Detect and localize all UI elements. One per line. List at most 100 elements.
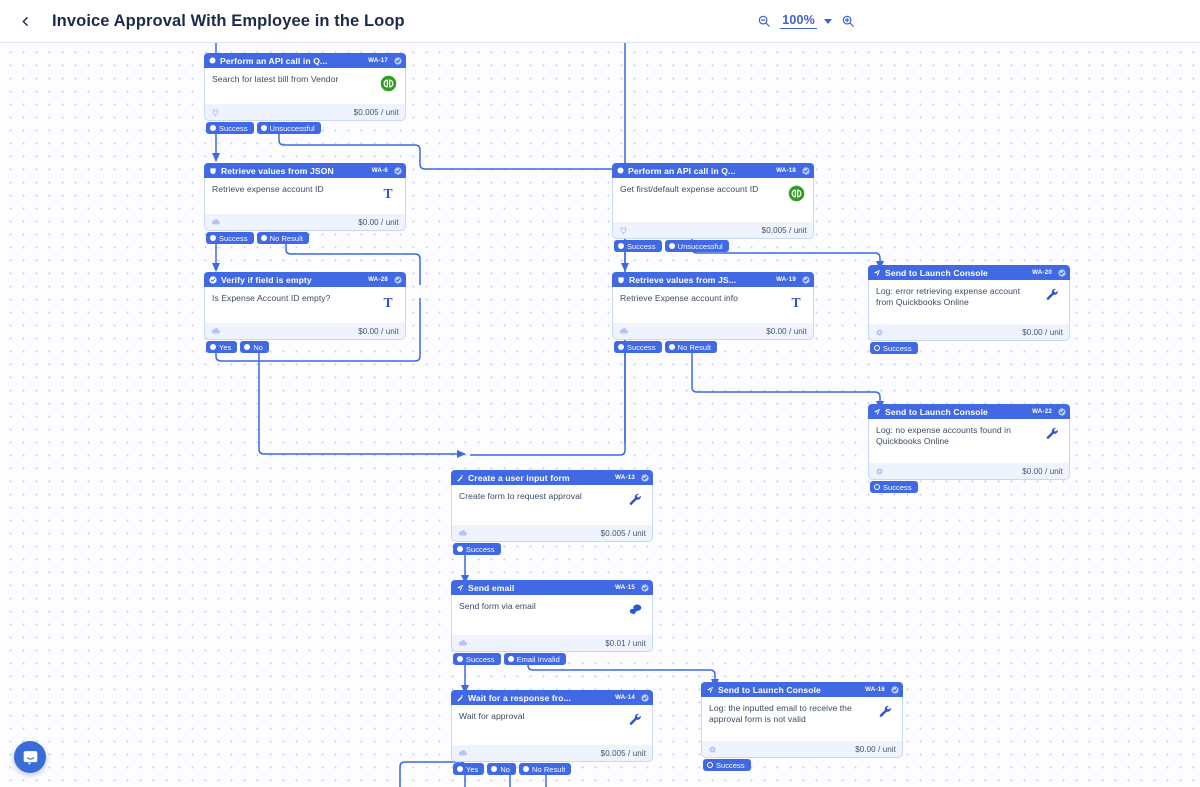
port-success[interactable]: Success [206, 232, 254, 244]
node-footer: $0.01 / unit [451, 635, 653, 652]
node-footer: $0.00 / unit [868, 324, 1070, 341]
node-body[interactable]: Log: error retrieving expense account fr… [868, 280, 1070, 324]
node-header[interactable]: Send to Launch Console WA-22 [868, 404, 1070, 419]
port-success[interactable]: Success [703, 759, 751, 771]
port-no[interactable]: No [240, 341, 270, 353]
json-icon [617, 276, 625, 284]
port-yes[interactable]: Yes [206, 341, 238, 353]
port-success[interactable]: Success [614, 240, 662, 252]
node-wa20[interactable]: Send to Launch Console WA-20 Log: error … [868, 265, 1070, 354]
node-badge: WA-17 [368, 57, 388, 64]
wrench-icon [1041, 425, 1063, 441]
node-body[interactable]: Get first/default expense account ID [612, 178, 814, 222]
node-header[interactable]: Wait for a response fro... WA-14 [451, 690, 653, 705]
node-cost: $0.00 / unit [766, 326, 807, 336]
node-footer: $0.00 / unit [612, 323, 814, 340]
port-no[interactable]: No [487, 763, 517, 775]
intercom-chat-button[interactable] [14, 741, 46, 773]
port-success[interactable]: Success [453, 543, 501, 555]
back-button[interactable] [8, 4, 42, 38]
chevron-down-icon[interactable] [824, 18, 832, 24]
wrench-icon [624, 491, 646, 507]
zoom-level-value[interactable]: 100% [780, 13, 817, 29]
check-badge-icon [209, 275, 217, 284]
port-success[interactable]: Success [870, 342, 918, 354]
node-badge: WA-19 [776, 276, 796, 283]
port-dot-icon [210, 235, 216, 241]
node-header[interactable]: Create a user input form WA-13 [451, 470, 653, 485]
node-badge: WA-6 [371, 167, 388, 174]
node-cost: $0.00 / unit [1022, 466, 1063, 476]
node-description: Create form to request approval [459, 491, 582, 501]
node-body[interactable]: Create form to request approval [451, 485, 653, 525]
node-body[interactable]: Search for latest bill from Vendor [204, 68, 406, 104]
edge-wa28-yes [215, 298, 421, 362]
node-title: Send to Launch Console [885, 267, 988, 278]
magic-wand-icon [456, 694, 464, 702]
quickbooks-icon [377, 74, 399, 92]
node-description: Log: error retrieving expense account fr… [876, 286, 1021, 307]
node-wa19[interactable]: Retrieve values from JS... WA-19 Retriev… [612, 272, 814, 353]
node-body[interactable]: Send form via email [451, 595, 653, 635]
node-header[interactable]: Send email WA-15 [451, 580, 653, 595]
node-ports: Success [868, 481, 1070, 493]
node-header[interactable]: Send to Launch Console WA-16 [701, 682, 903, 697]
node-header[interactable]: Retrieve values from JSON WA-6 [204, 163, 406, 178]
zoom-in-icon[interactable] [841, 14, 855, 28]
check-circle-icon [891, 685, 899, 694]
node-wa13[interactable]: Create a user input form WA-13 Create fo… [451, 470, 653, 555]
gear-icon [708, 745, 717, 754]
node-body[interactable]: Retrieve Expense account info T [612, 287, 814, 323]
node-wa15[interactable]: Send email WA-15 Send form via email $0.… [451, 580, 653, 665]
port-dot-icon [260, 235, 267, 241]
node-header[interactable]: Perform an API call in Q... WA-17 [204, 53, 406, 68]
node-ports: Yes No No Result [451, 763, 653, 775]
node-description: Retrieve Expense account info [620, 293, 739, 303]
port-success[interactable]: Success [453, 653, 501, 665]
node-description: Log: the inputted email to receive the a… [709, 703, 852, 724]
node-body[interactable]: Log: no expense accounts found in Quickb… [868, 419, 1070, 463]
node-badge: WA-22 [1032, 408, 1052, 415]
port-no-result[interactable]: No Result [519, 763, 572, 775]
node-wa14[interactable]: Wait for a response fro... WA-14 Wait fo… [451, 690, 653, 775]
check-circle-icon [641, 583, 649, 592]
node-title: Retrieve values from JSON [221, 165, 334, 176]
port-dot-icon [668, 243, 675, 249]
node-body[interactable]: Retrieve expense account ID T [204, 178, 406, 214]
port-success[interactable]: Success [206, 122, 254, 134]
node-body[interactable]: Is Expense Account ID empty? T [204, 287, 406, 323]
port-yes[interactable]: Yes [453, 763, 485, 775]
node-description: Log: no expense accounts found in Quickb… [876, 425, 1011, 446]
node-wa28[interactable]: Verify if field is empty WA-28 Is Expens… [204, 272, 406, 353]
port-no-result[interactable]: No Result [256, 232, 309, 244]
node-wa18[interactable]: Perform an API call in Q... WA-18 Get fi… [612, 163, 814, 252]
node-wa17[interactable]: Perform an API call in Q... WA-17 Search… [204, 53, 406, 134]
port-email-invalid[interactable]: Email Invalid [503, 653, 566, 665]
edge-wa19-noresult-wa22 [691, 349, 884, 410]
port-no-result[interactable]: No Result [664, 341, 717, 353]
send-icon [873, 408, 881, 416]
node-header[interactable]: Perform an API call in Q... WA-18 [612, 163, 814, 178]
port-unsuccessful[interactable]: Unsuccessful [664, 240, 729, 252]
node-footer: $0.005 / unit [451, 745, 653, 762]
chat-bubbles-icon [624, 601, 646, 617]
node-header[interactable]: Send to Launch Console WA-20 [868, 265, 1070, 280]
text-icon: T [377, 293, 399, 310]
node-wa6[interactable]: Retrieve values from JSON WA-6 Retrieve … [204, 163, 406, 244]
port-success[interactable]: Success [870, 481, 918, 493]
node-footer: $0.00 / unit [204, 214, 406, 231]
node-header[interactable]: Verify if field is empty WA-28 [204, 272, 406, 287]
node-badge: WA-20 [1032, 269, 1052, 276]
port-success[interactable]: Success [614, 341, 662, 353]
node-wa16[interactable]: Send to Launch Console WA-16 Log: the in… [701, 682, 903, 771]
node-wa22[interactable]: Send to Launch Console WA-22 Log: no exp… [868, 404, 1070, 493]
node-body[interactable]: Wait for approval [451, 705, 653, 745]
node-header[interactable]: Retrieve values from JS... WA-19 [612, 272, 814, 287]
zoom-out-icon[interactable] [757, 14, 771, 28]
check-circle-icon [641, 693, 649, 702]
port-unsuccessful[interactable]: Unsuccessful [256, 122, 321, 134]
node-body[interactable]: Log: the inputted email to receive the a… [701, 697, 903, 741]
check-circle-icon [394, 275, 402, 284]
node-ports: Success No Result [204, 232, 406, 244]
workflow-canvas[interactable]: Perform an API call in Q... WA-17 Search… [0, 43, 1200, 787]
